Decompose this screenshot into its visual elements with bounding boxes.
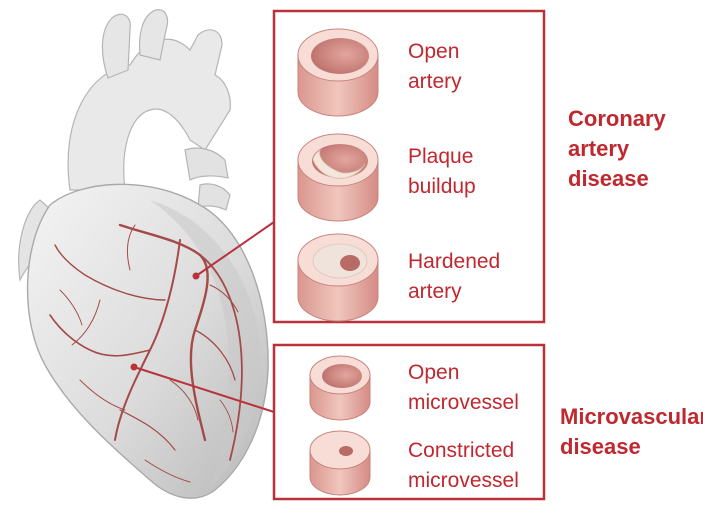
category-coronary-artery-disease: Coronary artery disease — [568, 104, 666, 194]
label-open-microvessel-line1: Open — [408, 361, 460, 384]
plaque-buildup-icon — [297, 133, 379, 222]
label-constricted-microvessel: Constricted microvessel — [408, 436, 519, 496]
label-open-artery-line1: Open — [408, 40, 460, 63]
label-constricted-microvessel-line2: microvessel — [408, 469, 519, 492]
label-open-artery-line2: artery — [408, 70, 462, 93]
great-vessel-1 — [101, 13, 131, 79]
category-micro-line2: disease — [560, 434, 641, 459]
open-microvessel-icon — [309, 355, 371, 421]
heart-illustration — [18, 9, 269, 499]
ventricle-shadow — [150, 200, 261, 488]
constricted-microvessel-icon — [309, 430, 371, 496]
category-coronary-line1: Coronary — [568, 106, 666, 131]
label-hardened-artery-line1: Hardened — [408, 250, 501, 273]
callout-line-micro — [133, 366, 275, 413]
label-open-artery: Open artery — [408, 37, 462, 97]
callout-line-coronary — [195, 221, 275, 277]
label-plaque-buildup-line2: buildup — [408, 175, 476, 198]
great-vessel-2 — [138, 9, 169, 61]
category-micro-line1: Microvascular — [560, 404, 703, 429]
label-hardened-artery-line2: artery — [408, 280, 462, 303]
pulmonary-branch — [184, 147, 229, 181]
category-microvascular-disease: Microvascular disease — [560, 402, 703, 462]
label-plaque-buildup: Plaque buildup — [408, 142, 476, 202]
coronary-artery-network — [49, 223, 243, 483]
category-coronary-line3: disease — [568, 166, 649, 191]
label-plaque-buildup-line1: Plaque — [408, 145, 474, 168]
label-hardened-artery: Hardened artery — [408, 247, 500, 307]
label-open-microvessel: Open microvessel — [408, 358, 519, 418]
open-artery-icon — [297, 28, 379, 117]
label-constricted-microvessel-line1: Constricted — [408, 439, 515, 462]
label-open-microvessel-line2: microvessel — [408, 391, 519, 414]
hardened-artery-icon — [297, 233, 379, 322]
category-coronary-line2: artery — [568, 136, 630, 161]
